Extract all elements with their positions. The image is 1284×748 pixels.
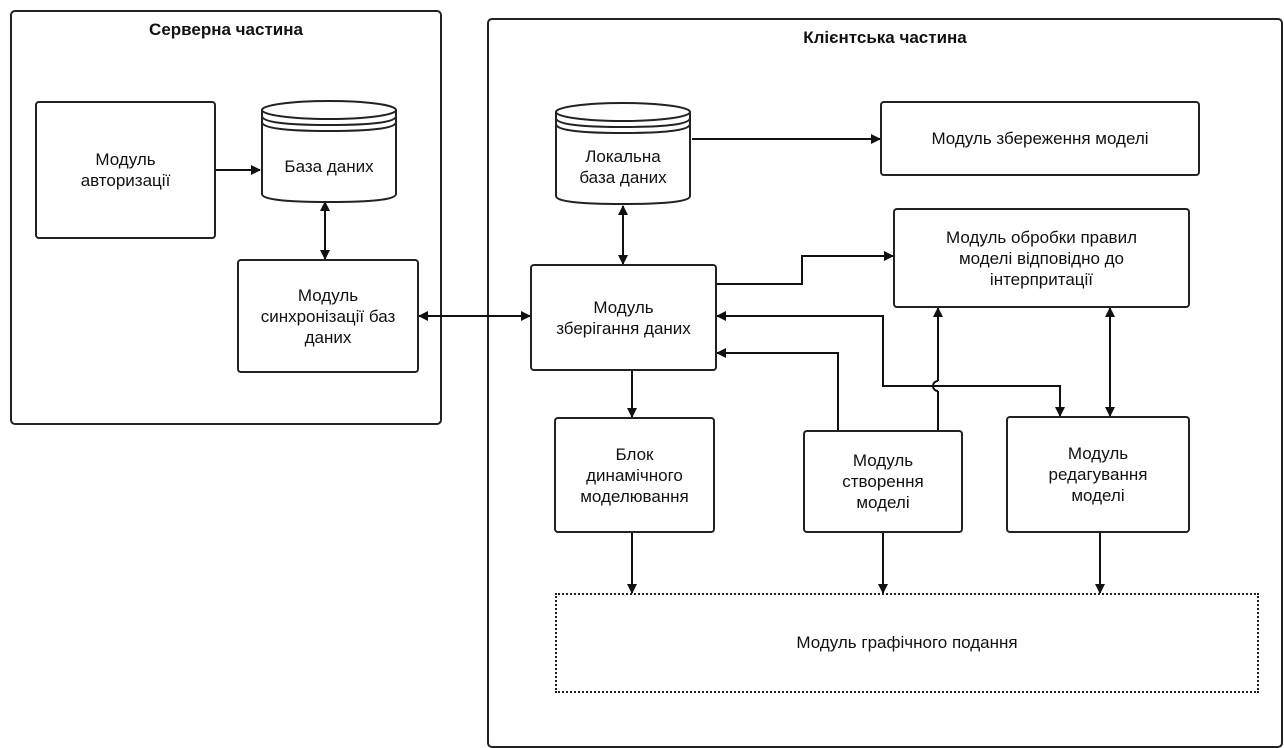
- arrow-create-to-storage: [716, 348, 839, 430]
- rules-module-box: Модуль обробки правил моделі відповідно …: [893, 208, 1190, 308]
- sync-module-box: Модуль синхронізації баз даних: [237, 259, 419, 373]
- graphics-module-label: Модуль графічного подання: [796, 633, 1018, 652]
- create-model-module-box: Модуль створення моделі: [803, 430, 963, 533]
- edit-model-label: Модуль редагування моделі: [1048, 444, 1148, 505]
- sync-module-label: Модуль синхронізації баз даних: [260, 285, 396, 347]
- edit-model-module-box: Модуль редагування моделі: [1006, 416, 1190, 533]
- local-database-cylinder-icon: [555, 102, 691, 206]
- server-database: База даних: [260, 98, 398, 204]
- server-side-title: Серверна частина: [149, 20, 303, 39]
- create-model-label: Модуль створення моделі: [842, 451, 924, 512]
- auth-module-box: Модуль авторизації: [35, 101, 216, 239]
- connector-layer: [216, 134, 1115, 594]
- save-module-box: Модуль збереження моделі: [880, 101, 1200, 176]
- graphics-module-box: Модуль графічного подання: [555, 593, 1259, 693]
- dynamic-modeling-label: Блок динамічного моделювання: [580, 444, 689, 506]
- save-module-label: Модуль збереження моделі: [931, 129, 1149, 148]
- arrow-storage-edit: [716, 311, 1065, 417]
- local-database-label: Локальна база даних: [579, 147, 667, 187]
- storage-module-box: Модуль зберігання даних: [530, 264, 717, 371]
- storage-module-label: Модуль зберігання даних: [556, 297, 691, 338]
- local-database: Локальна база даних: [554, 100, 692, 206]
- rules-module-label: Модуль обробки правил моделі відповідно …: [945, 227, 1138, 289]
- arrow-storage-to-rules: [716, 251, 894, 285]
- database-cylinder-icon: [261, 100, 397, 204]
- client-side-title: Клієнтська частина: [803, 28, 967, 47]
- dynamic-modeling-block: Блок динамічного моделювання: [554, 417, 715, 533]
- auth-module-label: Модуль авторизації: [80, 150, 171, 190]
- database-label: База даних: [284, 157, 374, 176]
